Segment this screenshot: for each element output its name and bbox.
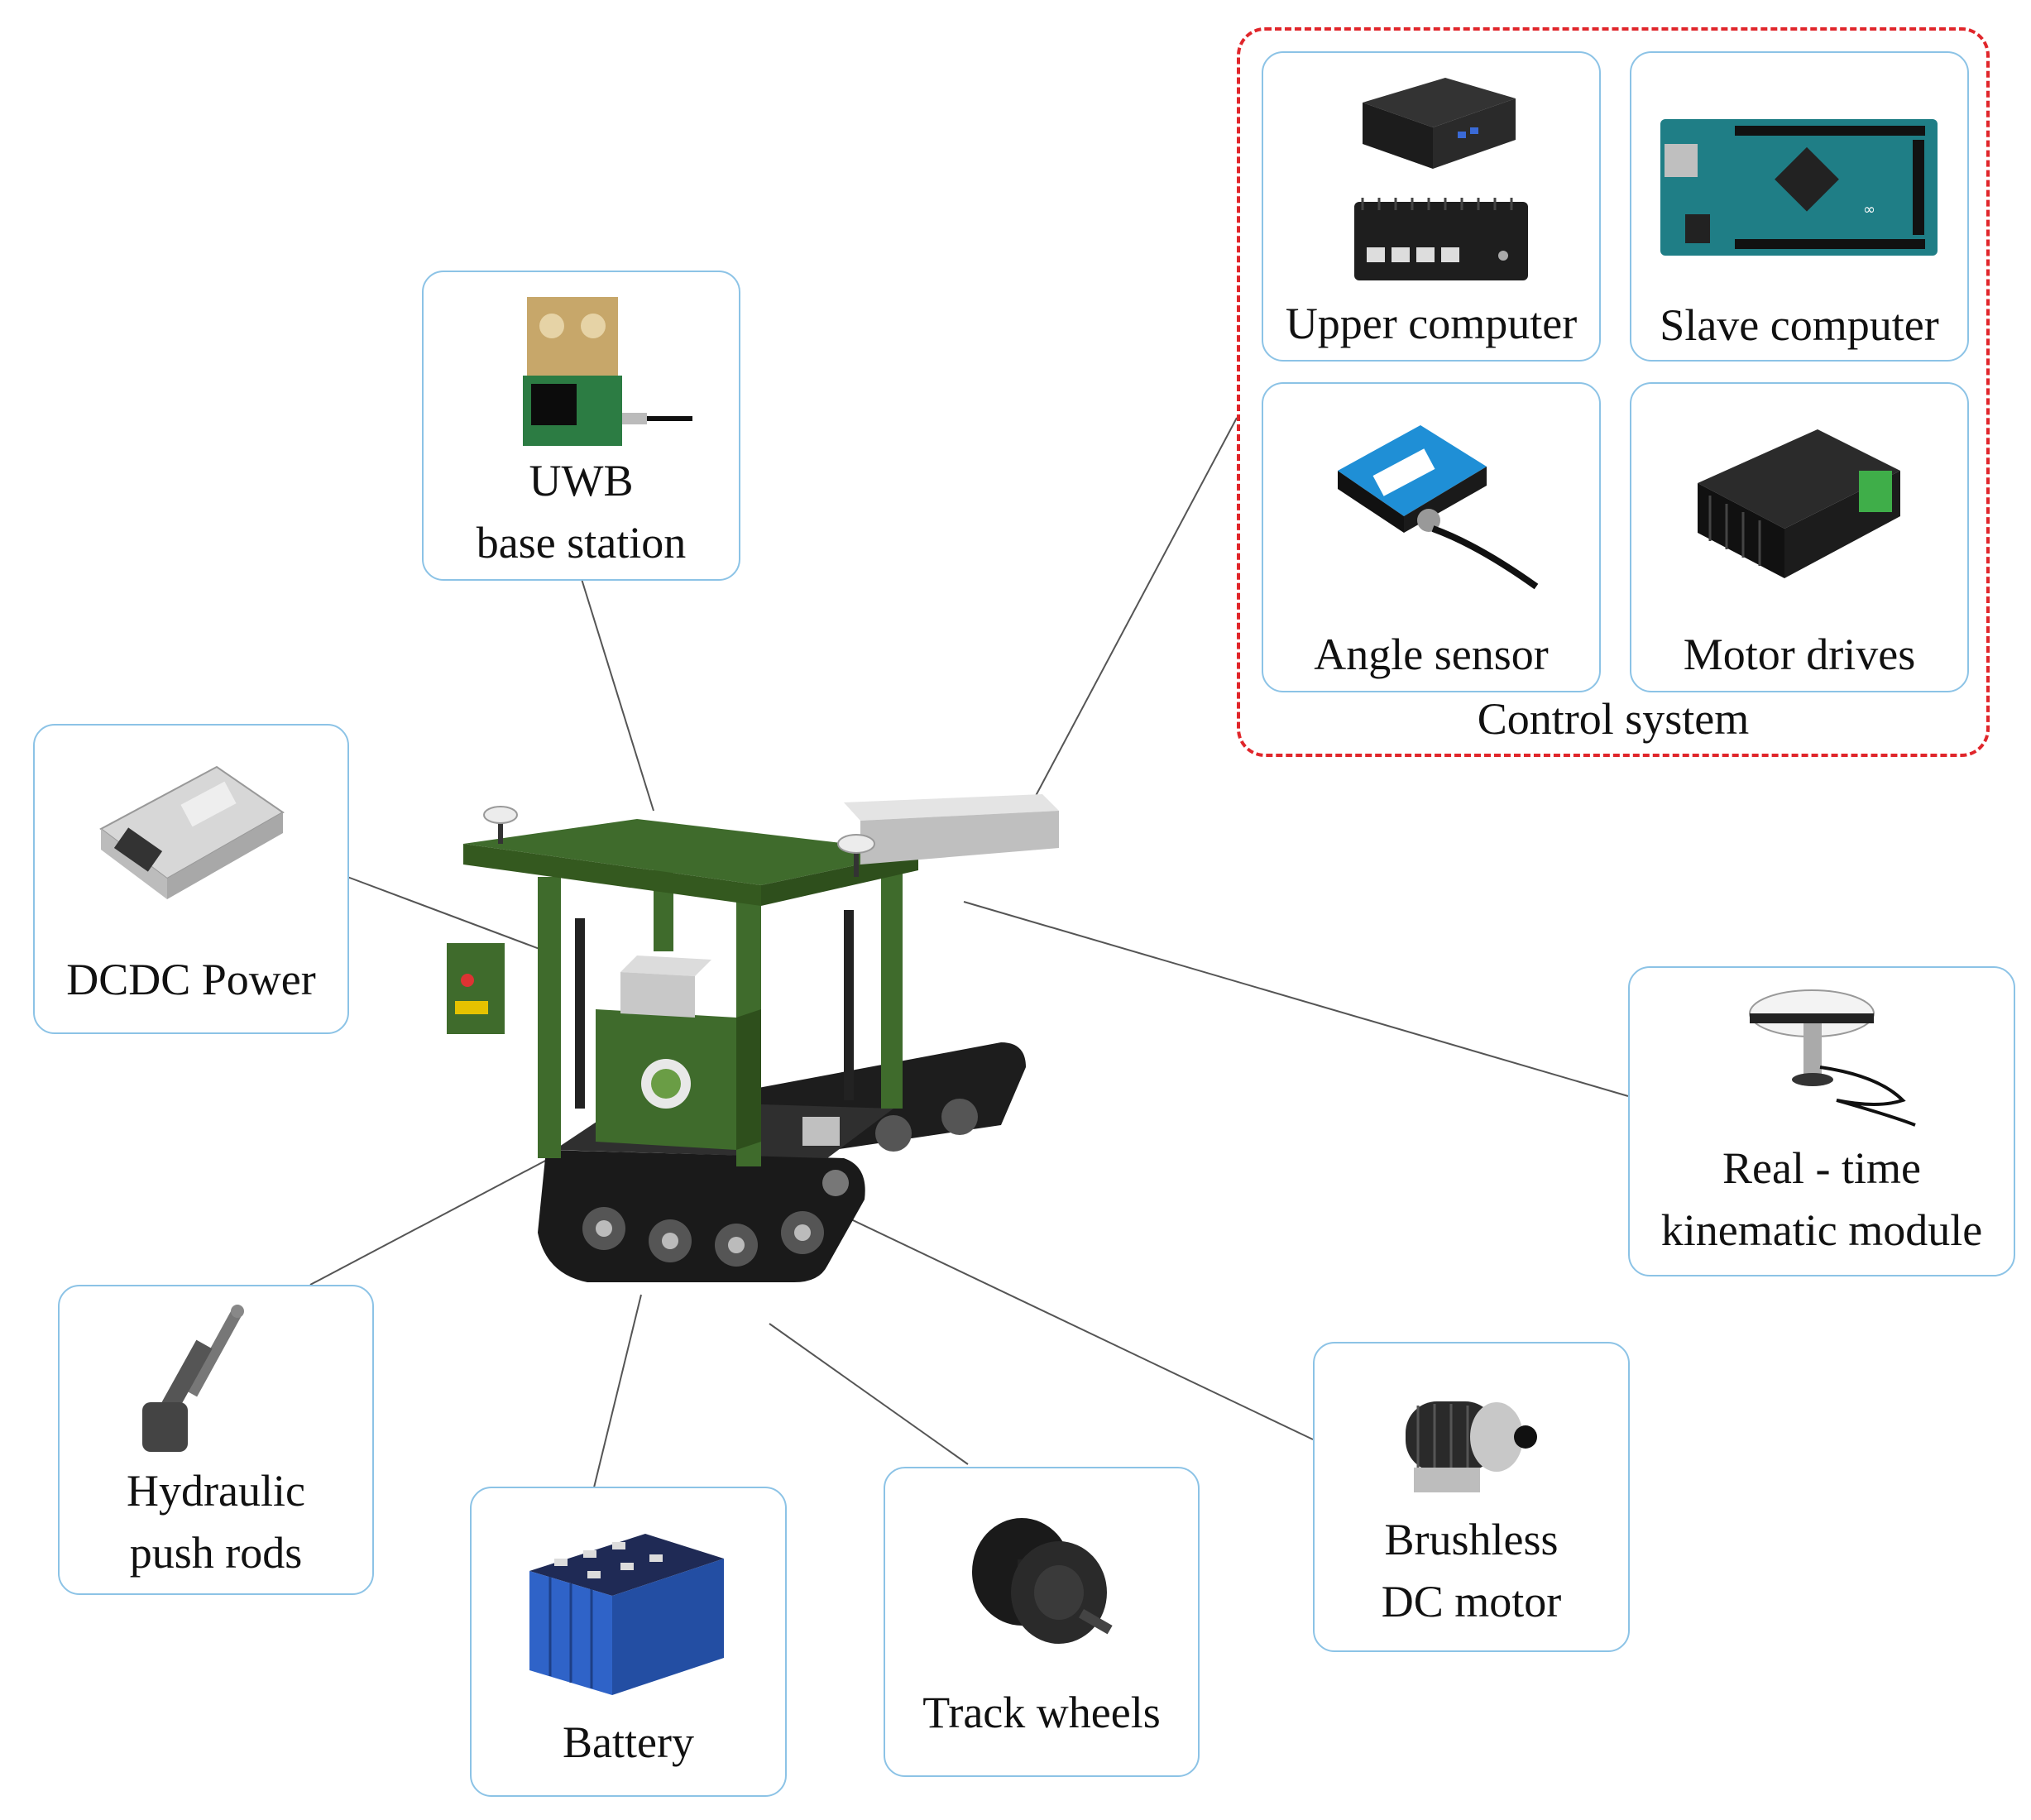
rtk-label-line2: kinematic module xyxy=(1660,1205,1983,1255)
motor-label-line1: Brushless xyxy=(1384,1515,1559,1564)
motor-drives-card: Motor drives xyxy=(1630,382,1969,692)
motor-drives-label: Motor drives xyxy=(1683,630,1916,679)
motor-driver-icon xyxy=(1698,429,1900,578)
push-rods-label-line1: Hydraulic xyxy=(127,1466,305,1516)
battery-card: Battery xyxy=(470,1487,787,1797)
push-rod-icon xyxy=(142,1305,244,1452)
uwb-label-line2: base station xyxy=(476,518,687,568)
connector-control-system xyxy=(1029,417,1238,807)
uwb-label-line1: UWB xyxy=(529,456,634,505)
connector-uwb xyxy=(581,578,654,812)
tracked-robot-illustration xyxy=(447,794,1059,1282)
gnss-antenna-icon xyxy=(1749,989,1916,1127)
track-wheels-card: Track wheels xyxy=(884,1467,1200,1777)
battery-pack-icon xyxy=(529,1534,724,1695)
motor-label-line2: DC motor xyxy=(1381,1577,1562,1626)
rtk-label-line1: Real - time xyxy=(1722,1143,1921,1193)
connector-dcdc xyxy=(347,876,547,952)
upper-computer-card: Upper computer xyxy=(1262,51,1601,362)
rtk-module-card: Real - time kinematic module xyxy=(1628,966,2015,1276)
track-wheels-label: Track wheels xyxy=(922,1688,1161,1737)
dcdc-power-card: DCDC Power xyxy=(33,724,349,1034)
battery-label: Battery xyxy=(563,1717,694,1767)
hydraulic-push-rods-card: Hydraulic push rods xyxy=(58,1285,374,1595)
slave-computer-label: Slave computer xyxy=(1660,300,1939,350)
angle-sensor-card: Angle sensor xyxy=(1262,382,1601,692)
angle-sensor-icon xyxy=(1338,425,1539,590)
dc-motor-icon xyxy=(1406,1401,1537,1492)
uwb-module-icon xyxy=(523,297,692,446)
brushless-motor-card: Brushless DC motor xyxy=(1313,1342,1630,1652)
connector-battery xyxy=(593,1294,642,1488)
track-wheel-icon xyxy=(972,1518,1113,1644)
mini-pc-icon xyxy=(1354,78,1528,280)
svg-text:∞: ∞ xyxy=(1863,201,1875,218)
upper-computer-label: Upper computer xyxy=(1285,299,1578,348)
dcdc-power-label: DCDC Power xyxy=(66,955,316,1004)
push-rods-label-line2: push rods xyxy=(129,1528,303,1578)
slave-computer-card: ∞ Slave computer xyxy=(1630,51,1969,362)
control-system-title: Control system xyxy=(1477,694,1750,744)
connector-rtk xyxy=(963,901,1629,1097)
uwb-base-station-card: UWB base station xyxy=(422,271,740,581)
angle-sensor-label: Angle sensor xyxy=(1314,630,1549,679)
connector-motor xyxy=(835,1211,1314,1440)
arduino-board-icon: ∞ xyxy=(1660,119,1938,256)
dcdc-converter-icon xyxy=(99,765,285,899)
connector-push-rods xyxy=(309,1157,551,1286)
control-system-group xyxy=(1237,27,1990,757)
connector-track-wheels xyxy=(769,1323,969,1465)
